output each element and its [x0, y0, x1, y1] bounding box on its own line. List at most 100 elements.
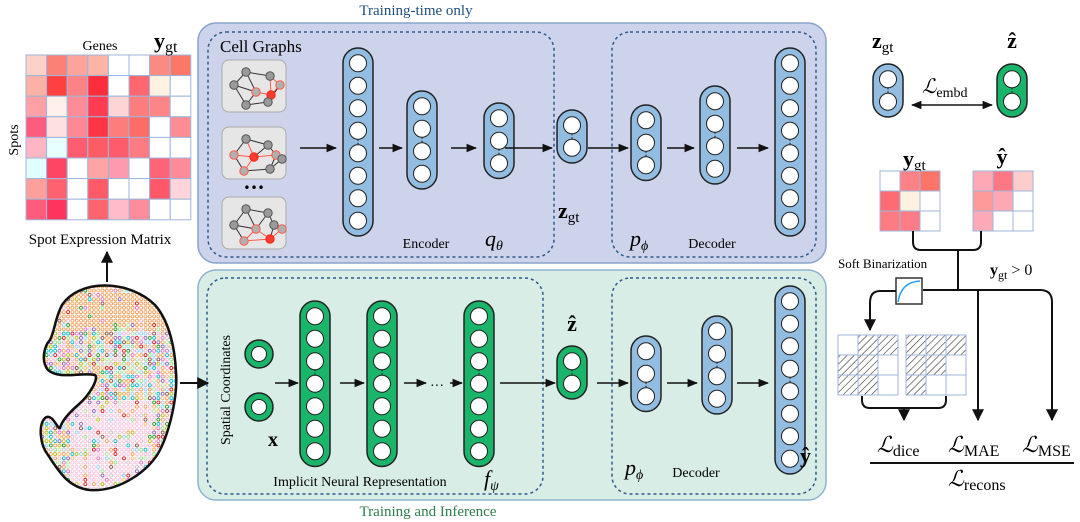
encoder-layer-3: [483, 102, 515, 180]
neuron: [349, 76, 367, 95]
matrix-cell: [66, 198, 89, 221]
matrix-cell: [919, 170, 941, 192]
neuron: [706, 92, 724, 111]
matrix-cell: [107, 157, 130, 180]
matrix-cell: [899, 210, 921, 232]
neuron: [879, 92, 897, 111]
matrix-cell: [879, 190, 901, 212]
matrix-cell: [46, 54, 68, 77]
decoder-group-box-top: [611, 31, 817, 258]
graph-node: [251, 87, 261, 97]
matrix-cell: [25, 178, 48, 200]
matrix-cell: [46, 95, 68, 118]
zhat-label-bottom: ẑ: [567, 311, 577, 336]
matrix-cell: [25, 198, 48, 221]
neuron: [781, 314, 799, 333]
right-zgt-latent: [872, 63, 904, 118]
graph-node: [241, 100, 251, 110]
decoder-bottom-layer-1: [630, 335, 662, 413]
matrix-cell: [107, 54, 130, 77]
encoder-label: Encoder: [403, 237, 450, 252]
graph-node: [241, 67, 251, 77]
matrix-cell: [87, 198, 109, 221]
neuron: [781, 76, 799, 95]
neuron: [470, 397, 488, 416]
graph-node: [251, 224, 261, 234]
graph-node: [269, 220, 279, 230]
tissue-section: [39, 284, 178, 492]
inr-label: Implicit Neural Representation: [273, 475, 446, 490]
graph-node: [265, 234, 275, 244]
matrix-cell: [128, 116, 151, 138]
binary-cell: [857, 374, 879, 396]
matrix-cell: [149, 116, 171, 138]
neuron: [306, 307, 324, 326]
neuron: [251, 346, 267, 362]
neuron: [306, 329, 324, 348]
neuron: [781, 382, 799, 401]
spots-label: Spots: [7, 124, 22, 155]
cell-graphs-label: Cell Graphs: [220, 37, 302, 56]
neuron: [637, 111, 655, 130]
neuron: [251, 399, 267, 415]
matrix-cell: [169, 178, 192, 200]
graph-node: [239, 166, 249, 176]
matrix-cell: [919, 210, 941, 232]
binary-cell: [905, 334, 927, 356]
matrix-cell: [87, 54, 109, 77]
branch-horizontal: [923, 289, 1058, 422]
title-training-time-only: Training-time only: [359, 3, 473, 19]
binary-cell: [925, 374, 947, 396]
neuron: [781, 144, 799, 163]
matrix-cell: [149, 178, 171, 200]
cell-graphs-ellipsis: •••: [243, 181, 264, 195]
neuron: [413, 97, 431, 116]
matrix-cell: [46, 157, 68, 180]
matrix-cell: [169, 54, 192, 77]
matrix-cell: [992, 210, 1014, 232]
binarized-gt-matrix: [837, 334, 899, 396]
neuron: [306, 442, 324, 461]
inr-layer-3: [463, 300, 495, 468]
matrix-cell: [25, 95, 48, 118]
loss-mae: ℒMAE: [948, 432, 999, 460]
loss-dice: ℒdice: [877, 432, 920, 460]
neuron: [781, 292, 799, 311]
neuron: [637, 133, 655, 152]
matrix-cell: [149, 198, 171, 221]
soft-binarization-icon: [895, 277, 923, 305]
neuron: [781, 404, 799, 423]
matrix-cell: [149, 95, 171, 118]
neuron: [413, 164, 431, 183]
matrix-cell: [972, 190, 994, 212]
dice-bracket: [861, 396, 947, 409]
neuron: [1003, 92, 1021, 111]
neuron: [781, 449, 799, 468]
latent-zgt-top: [556, 109, 588, 164]
right-zhat-latent: [996, 63, 1028, 118]
neuron: [706, 114, 724, 133]
matrix-cell: [25, 116, 48, 138]
neuron: [781, 121, 799, 140]
f-psi-label: fψ: [484, 466, 499, 494]
inr-layer-1: [299, 300, 331, 468]
binary-cell: [905, 374, 927, 396]
matrix-cell: [25, 136, 48, 159]
matrix-cell: [169, 116, 192, 138]
matrix-cell: [46, 198, 68, 221]
binary-cell: [945, 354, 967, 376]
graph-node: [241, 134, 251, 144]
matrix-cell: [46, 75, 68, 97]
matrix-cell: [25, 157, 48, 180]
neuron: [637, 156, 655, 175]
binary-cell: [857, 334, 879, 356]
neuron: [781, 99, 799, 118]
matrix-cell: [972, 170, 994, 192]
neuron: [373, 307, 391, 326]
matrix-cell: [128, 136, 151, 159]
soft-binarization-label: Soft Binarization: [838, 256, 928, 271]
graph-node: [229, 150, 239, 160]
neuron: [349, 121, 367, 140]
matrix-cell: [149, 157, 171, 180]
cell-graph-2: [221, 126, 287, 180]
